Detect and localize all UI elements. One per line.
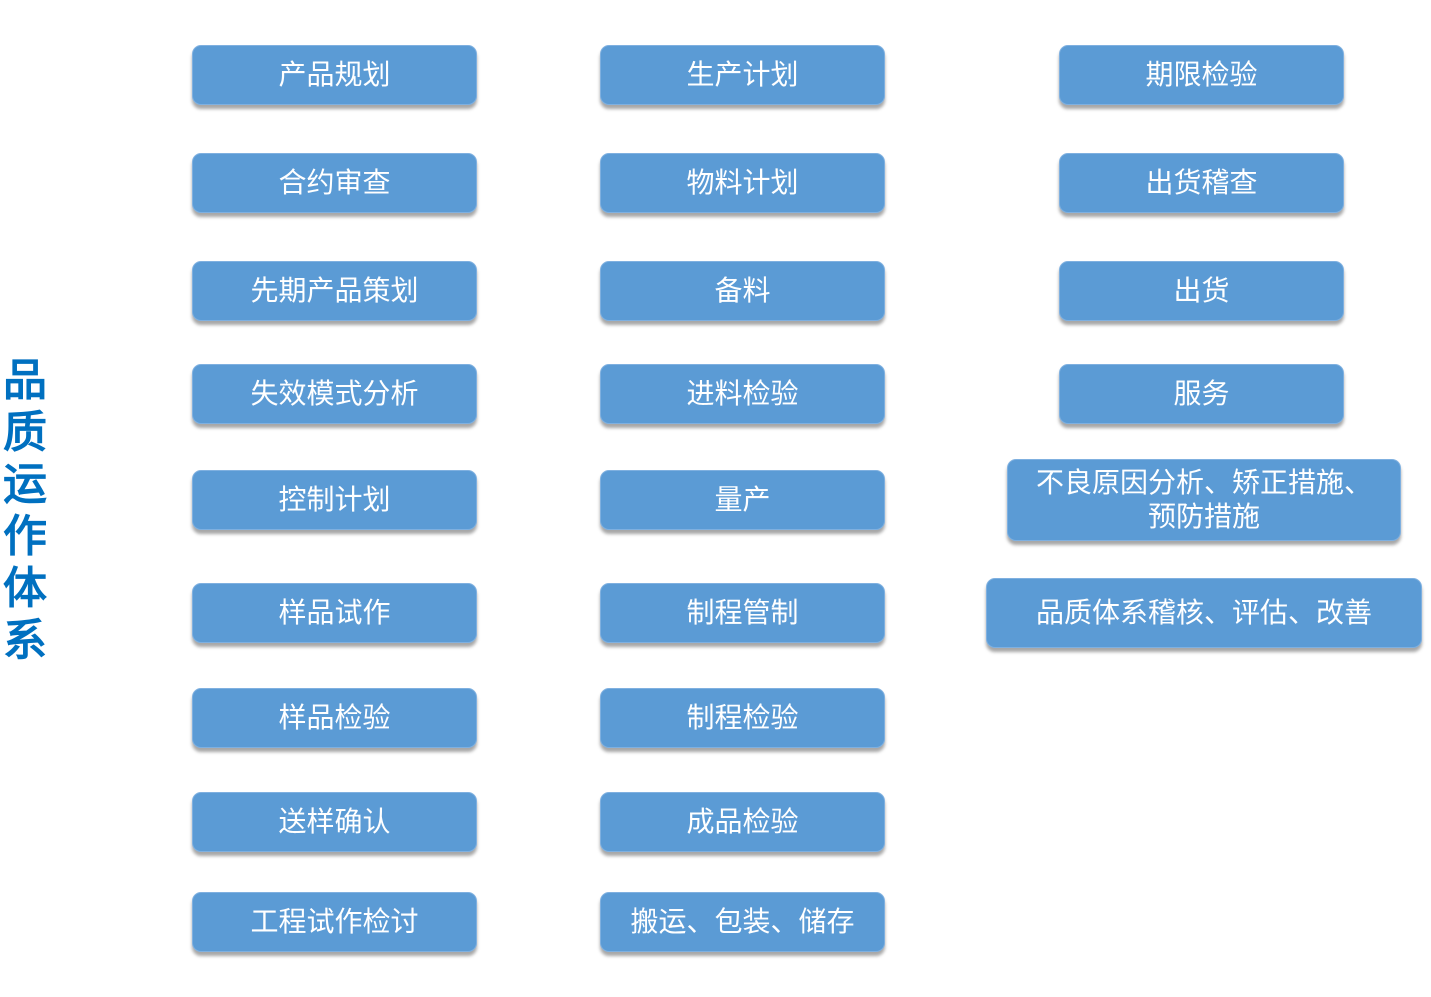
box-label: 进料检验 [686,377,799,410]
box-label: 成品检验 [686,805,799,838]
box-label: 制程检验 [686,701,799,734]
diagram-title: 品质运作体系 [0,355,50,667]
box-label: 不良原因分析、矫正措施、预防措施 [1035,466,1372,533]
box-label: 样品检验 [278,701,391,734]
process-box: 工程试作检讨 [192,892,477,952]
process-box: 不良原因分析、矫正措施、预防措施 [1007,459,1401,541]
box-label: 产品规划 [278,58,391,91]
box-label: 制程管制 [686,596,799,629]
process-box: 量产 [600,470,885,530]
process-box: 品质体系稽核、评估、改善 [986,578,1422,648]
process-box: 制程检验 [600,688,885,748]
process-box: 先期产品策划 [192,261,477,321]
box-label: 出货 [1173,274,1230,307]
process-box: 物料计划 [600,153,885,213]
process-box: 成品检验 [600,792,885,852]
process-box: 控制计划 [192,470,477,530]
box-label: 期限检验 [1145,58,1258,91]
process-box: 样品试作 [192,583,477,643]
title-char: 作 [3,511,47,562]
box-label: 送样确认 [278,805,391,838]
process-box: 样品检验 [192,688,477,748]
process-box: 进料检验 [600,364,885,424]
process-box: 失效模式分析 [192,364,477,424]
box-label: 失效模式分析 [250,377,419,410]
process-box: 产品规划 [192,45,477,105]
process-box: 服务 [1059,364,1344,424]
box-label: 搬运、包装、储存 [630,905,855,938]
box-label: 合约审查 [278,166,391,199]
title-char: 系 [3,615,47,666]
process-box: 送样确认 [192,792,477,852]
box-label: 备料 [714,274,771,307]
box-label: 先期产品策划 [250,274,419,307]
box-label: 服务 [1173,377,1230,410]
process-box: 搬运、包装、储存 [600,892,885,952]
process-box: 出货稽查 [1059,153,1344,213]
process-box: 生产计划 [600,45,885,105]
box-label: 物料计划 [686,166,799,199]
box-label: 生产计划 [686,58,799,91]
title-char: 运 [3,459,47,510]
box-label: 出货稽查 [1145,166,1258,199]
box-label: 工程试作检讨 [250,905,419,938]
title-char: 质 [3,407,47,458]
process-box: 备料 [600,261,885,321]
process-box: 期限检验 [1059,45,1344,105]
process-box: 合约审查 [192,153,477,213]
box-label: 样品试作 [278,596,391,629]
box-label: 品质体系稽核、评估、改善 [1035,596,1372,629]
box-label: 控制计划 [278,483,391,516]
box-label: 量产 [714,483,771,516]
process-box: 出货 [1059,261,1344,321]
process-box: 制程管制 [600,583,885,643]
title-char: 品 [3,355,47,406]
title-char: 体 [3,563,47,614]
